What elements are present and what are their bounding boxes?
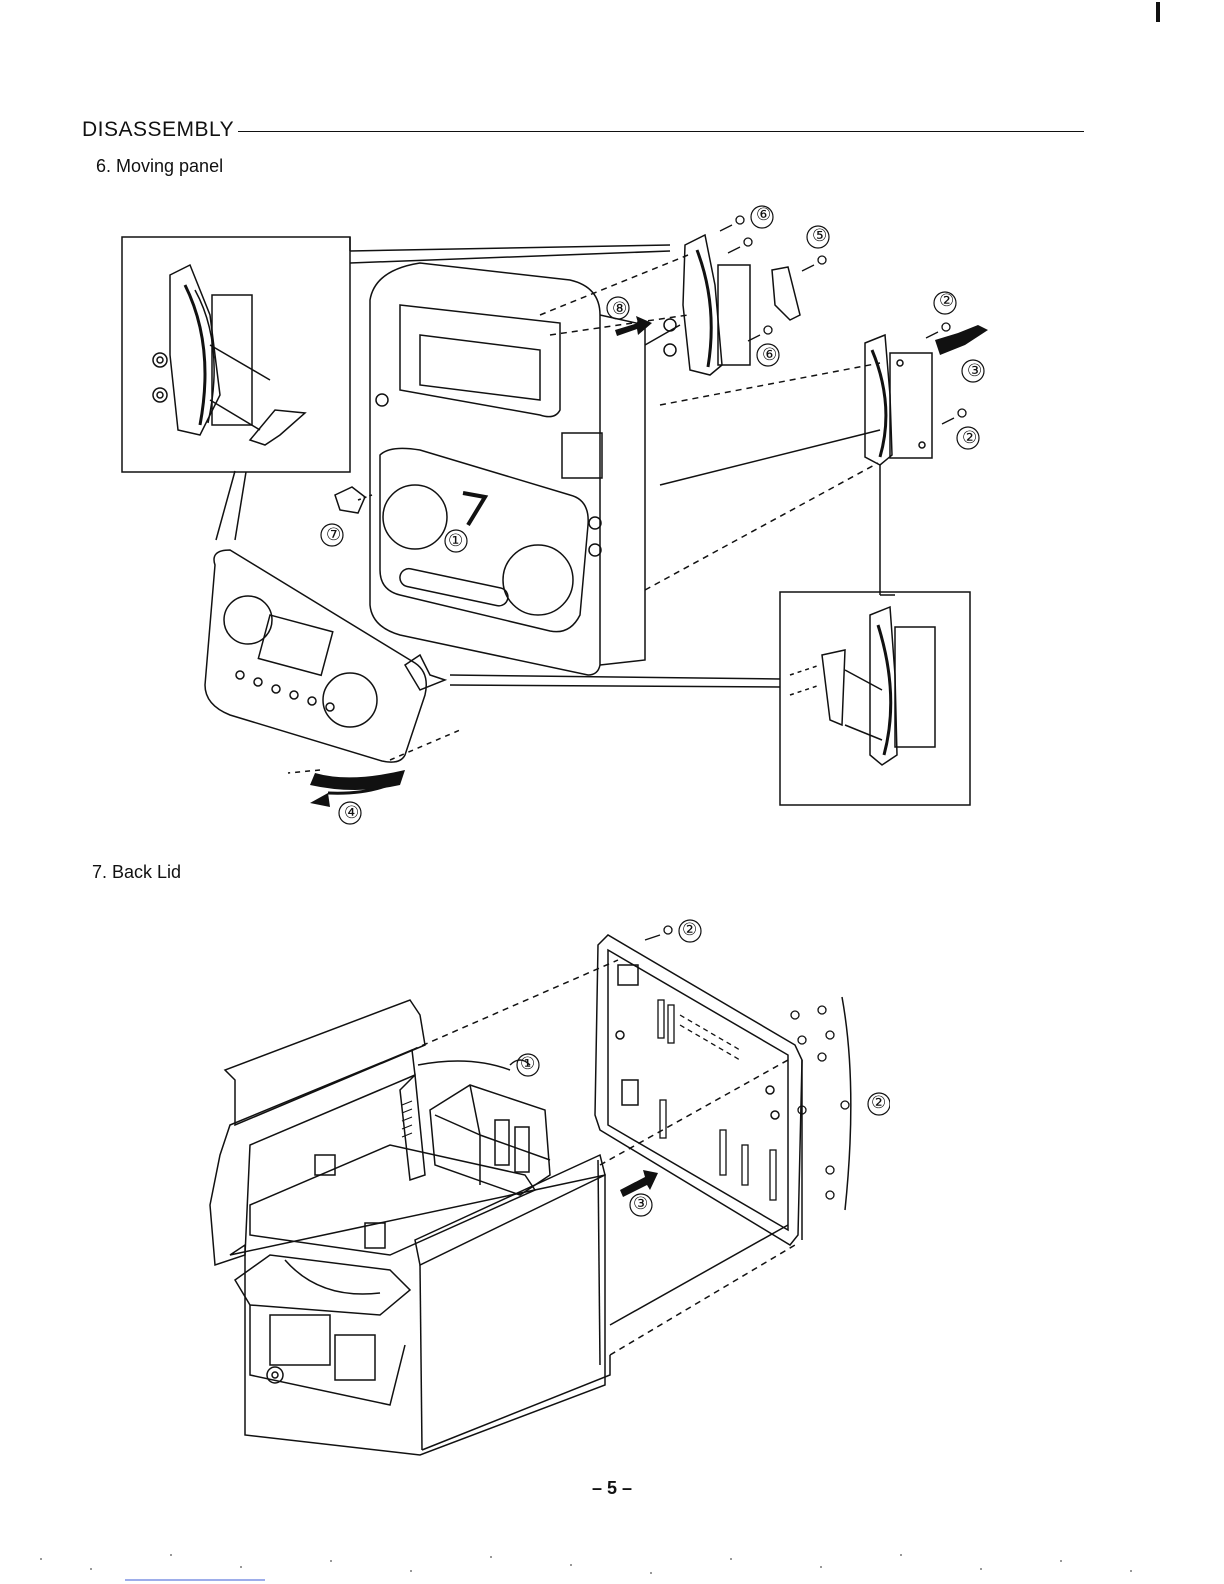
callout-6-top: ⑥ (756, 205, 771, 225)
back-lid-figure (190, 905, 890, 1465)
chassis-left-wall (225, 1000, 425, 1125)
callout-markers (321, 206, 984, 824)
scan-edge-mark (1156, 2, 1160, 22)
scan-noise-strip (30, 1548, 1170, 1582)
back-lid-callout-1: ① (520, 1054, 535, 1074)
callout-2-bottom: ② (962, 428, 977, 448)
section-title-moving-panel: 6. Moving panel (96, 156, 223, 177)
back-lid-plate (595, 935, 802, 1245)
back-lid-callout-2-top: ② (682, 920, 697, 940)
moving-panel-figure (100, 195, 1000, 845)
back-lid-callout-2-right: ② (871, 1093, 886, 1113)
callout-4: ④ (344, 803, 359, 823)
callout-3: ③ (967, 361, 982, 381)
heading-rule (238, 131, 1084, 132)
callout-5: ⑤ (812, 226, 827, 246)
inset-box-bottom (780, 592, 970, 805)
callout-7: ⑦ (326, 525, 341, 545)
section-title-back-lid: 7. Back Lid (92, 862, 181, 883)
callout-6-bottom: ⑥ (762, 345, 777, 365)
heading-text: DISASSEMBLY (82, 118, 234, 142)
front-panel (205, 550, 426, 762)
callout-1: ① (448, 531, 463, 551)
page-number: – 5 – (0, 1478, 1224, 1499)
back-lid-callout-3: ③ (633, 1194, 648, 1214)
callout-8: ⑧ (612, 299, 627, 319)
disassembly-heading: DISASSEMBLY (82, 118, 1084, 142)
callout-2-top: ② (939, 291, 954, 311)
